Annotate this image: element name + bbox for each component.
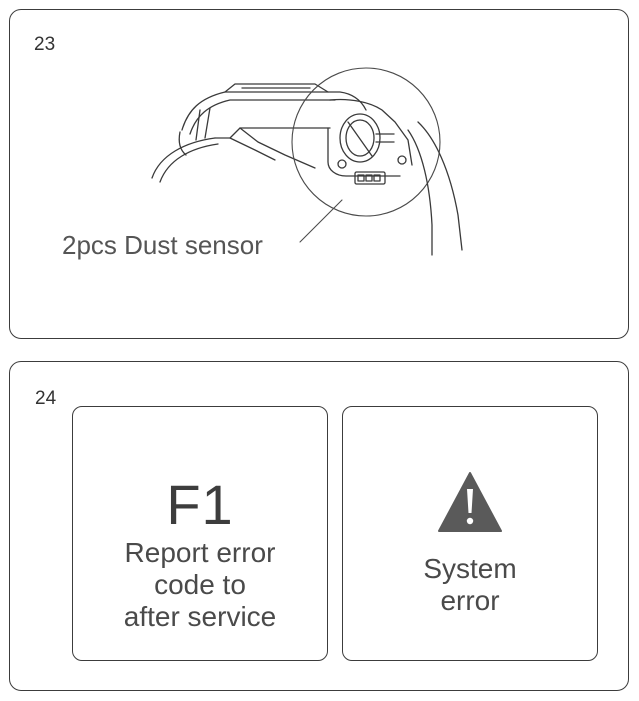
dust-sensor-illustration — [151, 67, 463, 256]
f1-error-display: F1 Report error code to after service — [72, 406, 328, 661]
description-line: after service — [123, 601, 277, 632]
description-line: System — [423, 553, 517, 584]
step-number: 23 — [34, 34, 56, 55]
description-line: error — [440, 585, 500, 616]
dust-sensor-label: 2pcs Dust sensor — [62, 230, 263, 260]
step-23-panel: 23 — [9, 9, 629, 339]
error-code: F1 — [166, 473, 234, 536]
step-24-panel: 24 F1 Report error code to after service… — [9, 361, 629, 691]
error-description: System error — [343, 553, 597, 617]
description-line: Report error — [124, 537, 276, 568]
error-description: Report error code to after service — [73, 537, 327, 633]
system-error-display: System error — [342, 406, 598, 661]
warning-triangle-icon — [438, 472, 502, 532]
step-number: 24 — [35, 388, 57, 409]
description-line: code to — [154, 569, 246, 600]
